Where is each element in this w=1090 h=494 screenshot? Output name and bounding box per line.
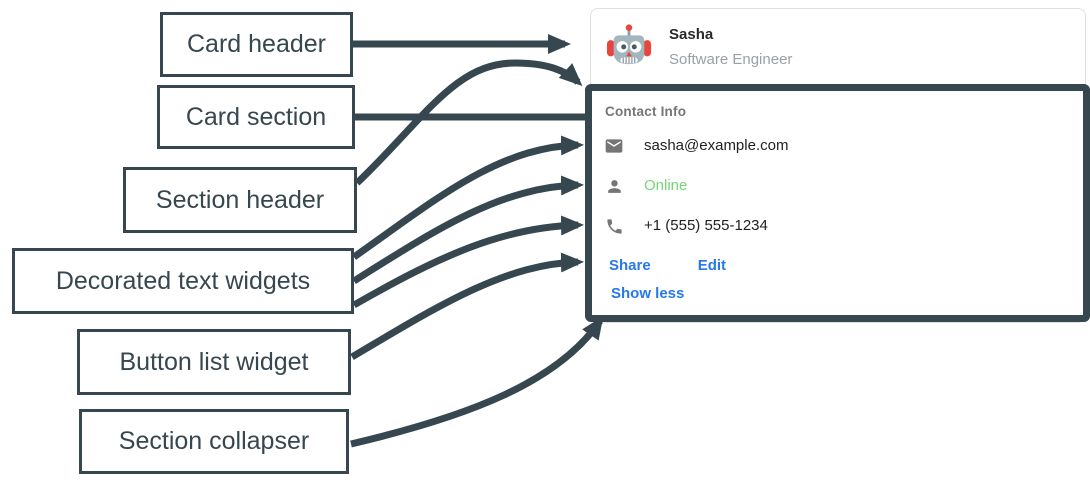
section-collapser-button[interactable]: Show less: [611, 285, 685, 302]
section-header-text: Contact Info: [605, 104, 687, 119]
arrow-section-collapser: [350, 316, 604, 448]
decorated-text-phone: +1 (555) 555-1234: [604, 216, 768, 236]
phone-icon: [604, 216, 624, 236]
card-header-subtitle: Software Engineer: [669, 51, 793, 68]
phone-text: +1 (555) 555-1234: [644, 217, 768, 234]
annotation-label-text: Decorated text widgets: [55, 266, 311, 295]
arrow-button-list: [350, 252, 584, 361]
annotation-label-text: Card header: [187, 30, 326, 58]
arrow-section-header: [354, 59, 583, 186]
arrow-decorated-phone: [352, 215, 584, 309]
decorated-text-email: sasha@example.com: [604, 136, 788, 156]
profile-card: Sasha Software Engineer Contact Info sas…: [590, 8, 1086, 323]
arrow-decorated-status: [352, 175, 584, 284]
robot-avatar-icon: [606, 20, 652, 66]
arrow-decorated-email: [351, 135, 584, 260]
email-text: sasha@example.com: [644, 137, 789, 154]
edit-button[interactable]: Edit: [697, 257, 727, 274]
annotation-label-section-header: Section header: [123, 167, 357, 233]
annotation-label-text: Button list widget: [119, 347, 309, 376]
decorated-text-status: Online: [604, 176, 687, 196]
annotation-label-card-section: Card section: [157, 85, 355, 149]
card-header-name: Sasha: [669, 26, 714, 43]
annotation-label-text: Section collapser: [118, 427, 310, 455]
email-icon: [604, 136, 624, 156]
annotation-label-text: Card section: [185, 102, 327, 131]
share-button[interactable]: Share: [609, 257, 651, 274]
annotation-label-card-header: Card header: [160, 12, 353, 77]
annotation-label-decorated-text-widgets: Decorated text widgets: [12, 248, 354, 314]
person-icon: [604, 176, 624, 196]
annotation-label-text: Section header: [155, 185, 325, 214]
button-list: Share Edit: [609, 257, 726, 275]
annotation-label-button-list-widget: Button list widget: [77, 329, 351, 395]
annotation-label-section-collapser: Section collapser: [79, 409, 349, 474]
status-text: Online: [644, 177, 688, 194]
